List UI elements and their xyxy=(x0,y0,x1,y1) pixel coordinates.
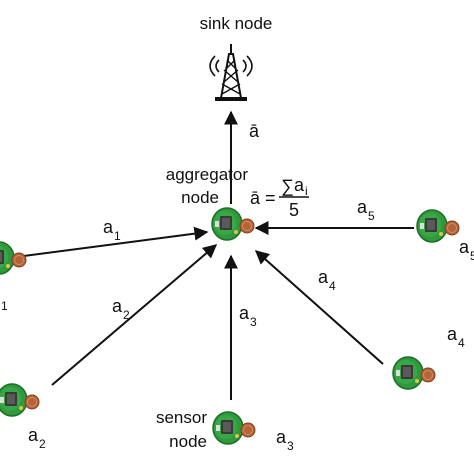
aggregator-label-line1: aggregator xyxy=(166,165,249,184)
edge-label-a2: a 2 xyxy=(112,296,130,322)
node-label-a2-symbol: a xyxy=(28,425,39,445)
edge-label-a4-subscript: 4 xyxy=(329,279,336,293)
edge-label-a1: a 1 xyxy=(103,217,121,243)
edge-label-a5-symbol: a xyxy=(357,197,368,217)
formula-denominator: 5 xyxy=(289,200,299,220)
node-label-a2: a 2 xyxy=(28,425,46,451)
node-label-a3: a 3 xyxy=(276,427,294,453)
edge-label-a1-subscript: 1 xyxy=(114,229,121,243)
edge-label-a5-subscript: 5 xyxy=(368,209,375,223)
formula-term: a xyxy=(294,175,305,195)
sink-tower-icon xyxy=(209,44,253,101)
edge-label-a3-subscript: 3 xyxy=(250,315,257,329)
edge-a4 xyxy=(254,250,384,365)
node-label-a5: a 5 xyxy=(459,237,474,263)
aggregation-formula: ā = ∑ a i 5 xyxy=(250,175,309,220)
sensor-mote-bottom-right-icon xyxy=(392,356,436,390)
node-label-a4-subscript: 4 xyxy=(458,336,465,350)
node-label-a1-subscript: 1 xyxy=(1,299,8,313)
edge-label-a4: a 4 xyxy=(318,267,336,293)
sensor-node-label-line2: node xyxy=(169,432,207,451)
node-label-a2-subscript: 2 xyxy=(39,437,46,451)
node-label-a4: a 4 xyxy=(447,324,465,350)
aggregator-label-line2: node xyxy=(181,188,219,207)
edge-label-a5: a 5 xyxy=(357,197,375,223)
edge-a1 xyxy=(15,226,209,258)
node-label-a1: 1 xyxy=(1,299,8,313)
node-label-a5-symbol: a xyxy=(459,237,470,257)
edge-label-a1-symbol: a xyxy=(103,217,114,237)
node-label-a3-subscript: 3 xyxy=(287,439,294,453)
edge-label-a2-symbol: a xyxy=(112,296,123,316)
output-symbol: ā xyxy=(249,121,260,141)
edge-label-a3-symbol: a xyxy=(239,303,250,323)
edge-label-a4-symbol: a xyxy=(318,267,329,287)
node-label-a4-symbol: a xyxy=(447,324,458,344)
formula-term-subscript: i xyxy=(305,184,308,198)
node-label-a3-symbol: a xyxy=(276,427,287,447)
edge-label-a3: a 3 xyxy=(239,303,257,329)
sensor-mote-bottom-icon xyxy=(212,411,256,445)
formula-sigma: ∑ xyxy=(281,176,294,196)
sink-node-label: sink node xyxy=(200,14,273,33)
edge-label-a2-subscript: 2 xyxy=(123,308,130,322)
edge-a2 xyxy=(51,244,218,386)
sensor-node-label-line1: sensor xyxy=(156,408,207,427)
aggregator-mote-icon xyxy=(211,207,255,241)
formula-lhs: ā = xyxy=(250,188,276,208)
node-label-a5-subscript: 5 xyxy=(470,249,474,263)
sensor-mote-right-icon xyxy=(416,209,460,243)
sensor-mote-left-icon xyxy=(0,241,27,275)
sensor-mote-bottom-left-icon xyxy=(0,383,40,417)
